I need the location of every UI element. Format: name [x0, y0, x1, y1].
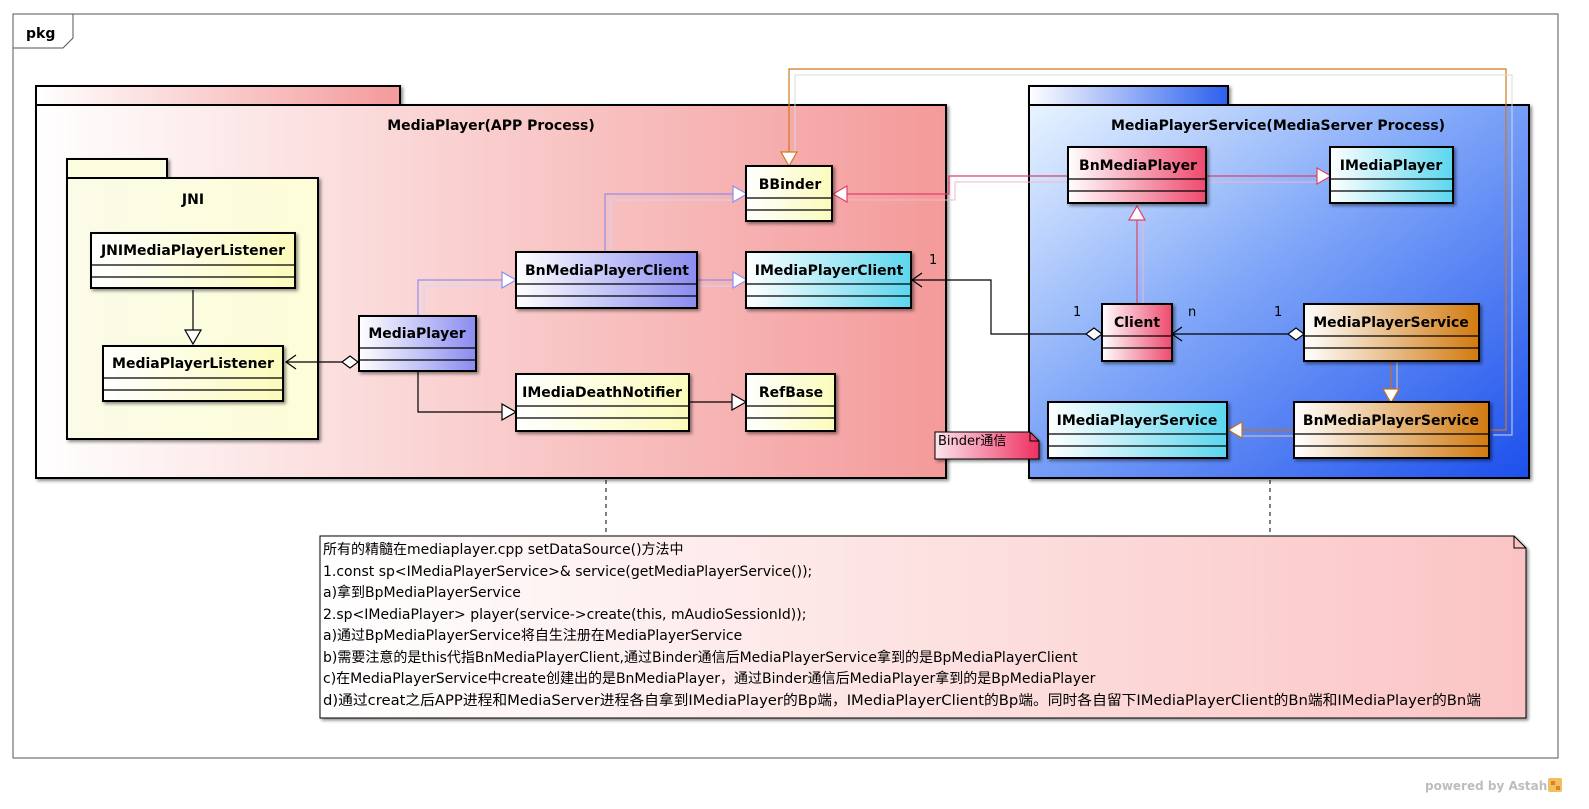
client-inherits-bnmediaplayer [1127, 204, 1147, 304]
deathnotifier-inherits-refbase [689, 392, 748, 412]
binder-link-bn-service-to-bbinder [779, 68, 1513, 436]
class-refbase[interactable] [745, 373, 836, 432]
note-line-6: b)需要注意的是this代指BnMediaPlayerClient,通过Bind… [323, 649, 1078, 666]
class-name-imediaplayerclient: IMediaPlayerClient [755, 263, 904, 279]
explanation-note[interactable] [319, 535, 1527, 719]
class-imediaplayerclient[interactable] [745, 251, 912, 309]
class-mediaplayer[interactable] [358, 315, 477, 372]
multiplicity-service-left: 1 [1274, 305, 1282, 320]
mediaplayer-inherits-deathnotifier [417, 372, 518, 422]
class-bnmediaplayer[interactable] [1067, 146, 1207, 204]
class-bbinder[interactable] [745, 165, 833, 222]
class-imediaplayer[interactable] [1329, 146, 1454, 204]
class-jnimediaplayerlistener[interactable] [90, 232, 296, 289]
bnmediaplayer-inherits-bbinder [831, 175, 1068, 204]
note-line-4: 2.sp<IMediaPlayer> player(service->creat… [323, 607, 806, 623]
class-name-jnimediaplayerlistener: JNIMediaPlayerListener [100, 243, 285, 259]
multiplicity-iclient: 1 [929, 253, 937, 268]
bnmediaplayer-implements-imediaplayer [1206, 166, 1333, 186]
class-name-imediadeathnotifier: IMediaDeathNotifier [522, 385, 682, 401]
multiplicity-client-right: n [1188, 305, 1196, 320]
class-name-bnmediaplayerclient: BnMediaPlayerClient [525, 263, 689, 279]
client-has-imediaplayerclient [910, 272, 1103, 341]
pkg-frame: pkg [12, 13, 1559, 759]
class-mediaplayerservice[interactable] [1303, 303, 1480, 362]
bnservice-implements-iservice [1226, 420, 1294, 440]
class-name-mediaplayerservice: MediaPlayerService [1313, 315, 1469, 331]
class-name-bnmediaplayer: BnMediaPlayer [1079, 158, 1197, 174]
app-package-title: MediaPlayer(APP Process) [387, 118, 595, 134]
class-name-refbase: RefBase [759, 385, 823, 401]
class-name-client: Client [1114, 315, 1160, 331]
multiplicity-client-left: 1 [1073, 305, 1081, 320]
binder-comm-note[interactable] [934, 431, 1040, 460]
note-line-8: d)通过creat之后APP进程和MediaServer进程各自拿到IMedia… [323, 692, 1481, 709]
class-mediaplayerlistener[interactable] [102, 345, 284, 402]
class-name-bnmediaplayerservice: BnMediaPlayerService [1303, 413, 1479, 429]
class-bnmediaplayerclient[interactable] [515, 251, 698, 309]
class-imediadeathnotifier[interactable] [515, 373, 690, 432]
note-line-2: 1.const sp<IMediaPlayerService>& service… [323, 564, 812, 580]
jni-package-title: JNI [181, 192, 204, 208]
bnclient-implements-iclient [697, 270, 749, 290]
server-package-title: MediaPlayerService(MediaServer Process) [1111, 118, 1445, 134]
astah-logo-icon [1548, 778, 1562, 792]
class-client[interactable] [1101, 303, 1173, 362]
note-anchor-lines [605, 480, 1271, 536]
note-line-1: 所有的精髓在mediaplayer.cpp setDataSource()方法中 [323, 542, 684, 558]
explanation-note-lines: 所有的精髓在mediaplayer.cpp setDataSource()方法中… [323, 542, 1481, 709]
binder-comm-note-text: Binder通信 [938, 434, 1006, 449]
class-imediaplayerservice[interactable] [1047, 401, 1228, 459]
note-line-5: a)通过BpMediaPlayerService将自生注册在MediaPlaye… [323, 628, 742, 644]
note-line-7: c)在MediaPlayerService中create创建出的是BnMedia… [323, 670, 1096, 687]
class-name-bbinder: BBinder [759, 177, 822, 193]
mediaplayer-inherits-bnclient [417, 270, 518, 316]
class-name-imediaplayer: IMediaPlayer [1340, 158, 1443, 174]
service-inherits-bnservice [1381, 362, 1401, 405]
class-name-imediaplayerservice: IMediaPlayerService [1057, 413, 1218, 429]
class-bnmediaplayerservice[interactable] [1293, 401, 1490, 459]
bnclient-inherits-bbinder [604, 184, 749, 252]
note-line-3: a)拿到BpMediaPlayerService [323, 584, 521, 601]
powered-by-label: powered by Astah [1425, 779, 1547, 793]
class-name-mediaplayerlistener: MediaPlayerListener [112, 356, 274, 372]
jnilistener-inherits-listener [183, 290, 203, 346]
class-name-mediaplayer: MediaPlayer [368, 326, 465, 342]
frame-label: pkg [26, 26, 55, 42]
